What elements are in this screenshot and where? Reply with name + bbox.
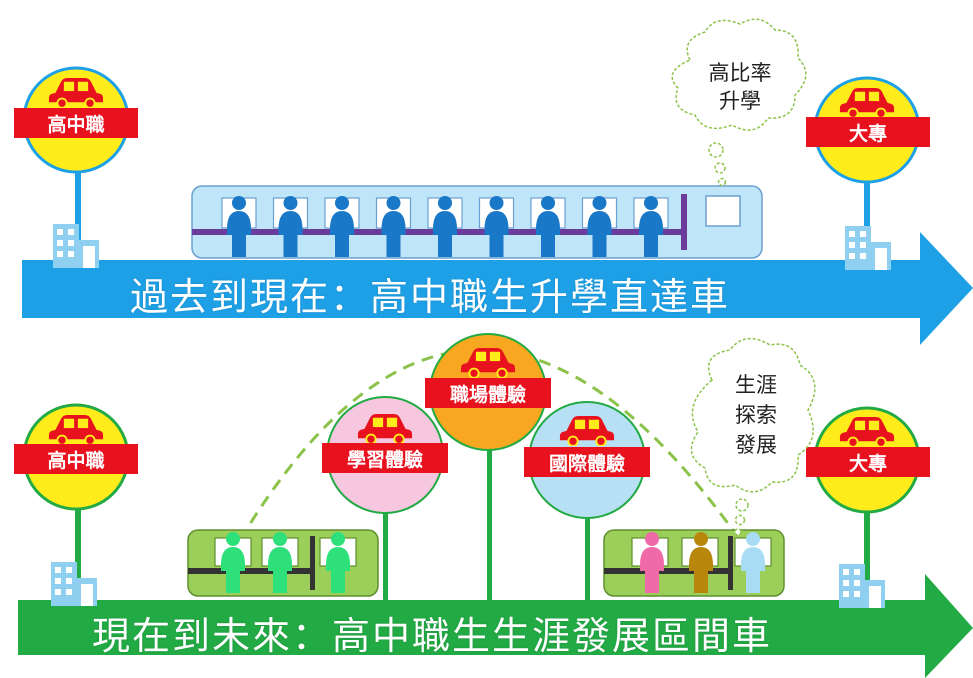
bottom-thought-line-1: 生涯 <box>735 373 777 397</box>
station-pole <box>487 445 492 605</box>
top-end-stop-label: 大專 <box>848 123 887 145</box>
top-start-stop-label: 高中職 <box>47 114 105 136</box>
thought-cloud-icon <box>690 337 816 536</box>
bottom-banner-arrow <box>18 574 973 678</box>
bottom-thought-line-3: 發展 <box>735 433 777 457</box>
station-band-international <box>524 447 650 477</box>
bottom-end-sign-band <box>806 447 930 477</box>
building-icon <box>845 226 891 270</box>
bottom-start-sign-band <box>14 444 138 474</box>
top-end-pole <box>864 178 870 262</box>
top-end-sign-band <box>806 117 930 147</box>
station-label-learning: 學習體驗 <box>346 449 423 471</box>
building-icon <box>53 224 99 268</box>
bottom-end-stop-label: 大專 <box>848 453 887 475</box>
thought-cloud-icon <box>671 18 807 187</box>
station-band-learning <box>322 443 448 473</box>
top-start-sign-band <box>14 108 138 138</box>
station-pole <box>585 505 590 605</box>
passenger-group <box>227 196 663 257</box>
bottom-end-pole <box>864 512 870 605</box>
top-banner-arrow <box>22 232 973 345</box>
top-thought-line-1: 高比率 <box>708 61 772 85</box>
top-start-pole <box>75 172 81 262</box>
top-thought-line-2: 升學 <box>719 89 761 113</box>
bottom-start-pole <box>75 510 81 605</box>
bottom-banner-title: 現在到未來：高中職生生涯發展區間車 <box>92 614 773 658</box>
station-label-workplace: 職場體驗 <box>449 384 526 406</box>
bottom-start-stop-label: 高中職 <box>47 450 105 472</box>
bottom-route <box>14 333 973 678</box>
top-route <box>14 18 973 345</box>
building-icon <box>839 564 885 608</box>
station-pole <box>383 505 388 605</box>
bottom-thought-line-2: 探索 <box>735 403 777 427</box>
train-windows <box>214 537 772 567</box>
station-band-workplace <box>425 378 551 408</box>
station-label-international: 國際體驗 <box>548 453 625 475</box>
building-icon <box>51 562 97 606</box>
top-banner-title: 過去到現在：高中職生升學直達車 <box>130 275 731 319</box>
